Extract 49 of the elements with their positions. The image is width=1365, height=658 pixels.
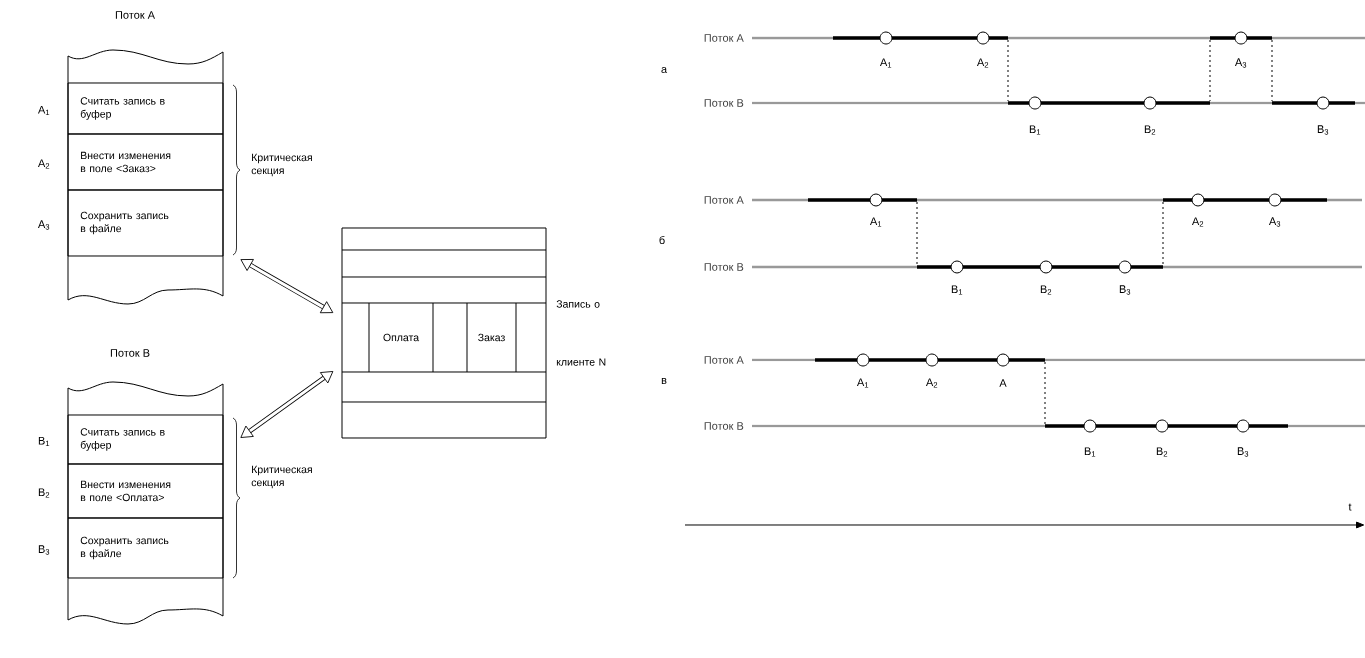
event-label: B$_{2}$ <box>1144 125 1156 135</box>
step-box: Сохранить запись в файле <box>67 189 224 257</box>
thread-label: Поток А <box>704 196 744 204</box>
node-label: Запись о клиенте N <box>556 300 606 366</box>
node-label: Поток В <box>110 349 150 357</box>
table-cell: Заказ <box>478 333 505 342</box>
thread-label: Поток А <box>704 356 744 364</box>
step-label: A$_{1}$ <box>37 105 50 116</box>
step-label: A$_{3}$ <box>37 220 50 230</box>
step-label: B$_{3}$ <box>38 545 50 555</box>
double-arrow <box>240 371 334 438</box>
node-label: Поток А <box>115 11 155 19</box>
thread-label: Поток В <box>704 263 744 271</box>
step-label: A$_{2}$ <box>37 159 50 169</box>
event-label: B$_{2}$ <box>1040 285 1052 295</box>
event-label: A$_{1}$ <box>856 378 869 388</box>
event-label: A <box>999 379 1007 387</box>
step-box: Внести изменения в поле <Оплата> <box>67 463 224 519</box>
event-label: B$_{3}$ <box>1317 125 1329 135</box>
event-label: A$_{2}$ <box>1191 217 1204 227</box>
thread-label: Поток В <box>704 422 744 430</box>
step-box: Считать запись в буфер <box>67 82 224 135</box>
critical-section-label: Критическая секция <box>251 465 312 489</box>
event-label: B$_{1}$ <box>1029 125 1041 135</box>
event-label: B$_{1}$ <box>951 285 963 295</box>
thread-label: Поток В <box>704 99 744 107</box>
event-label: B$_{2}$ <box>1156 447 1168 457</box>
event-label: B$_{3}$ <box>1119 285 1131 295</box>
step-box: Считать запись в буфер <box>67 414 224 465</box>
event-label: A$_{3}$ <box>1234 58 1247 68</box>
panel-letter: б <box>659 235 665 245</box>
event-label: A$_{2}$ <box>925 378 938 388</box>
thread-label: Поток А <box>704 34 744 42</box>
axis-label: t <box>1348 503 1352 511</box>
event-label: B$_{3}$ <box>1237 447 1249 457</box>
critical-section-label: Критическая секция <box>251 153 312 177</box>
step-label: B$_{1}$ <box>38 436 50 447</box>
event-label: A$_{2}$ <box>976 58 989 68</box>
event-label: A$_{3}$ <box>1268 217 1281 227</box>
step-label: B$_{2}$ <box>38 488 50 498</box>
step-box: Сохранить запись в файле <box>67 517 224 579</box>
step-box: Внести изменения в поле <Заказ> <box>67 133 224 191</box>
event-label: A$_{1}$ <box>879 58 892 68</box>
event-label: B$_{1}$ <box>1084 447 1096 457</box>
panel-letter: в <box>661 378 667 384</box>
panel-letter: а <box>661 67 668 73</box>
table-cell: Оплата <box>383 333 420 342</box>
double-arrow <box>240 259 334 314</box>
event-label: A$_{1}$ <box>869 217 882 227</box>
